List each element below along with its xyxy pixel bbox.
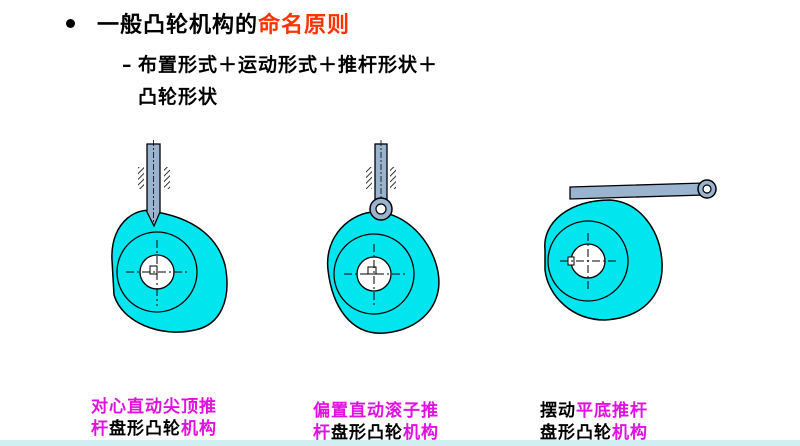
caption-1-line2c: 机构: [181, 419, 217, 439]
base-circle-2: [333, 233, 415, 315]
roller-pin: [375, 203, 387, 215]
caption-1-line1a: 对心直动: [91, 397, 163, 417]
keyway-1: [149, 265, 158, 275]
caption-3-line2c: 机构: [612, 423, 648, 443]
caption-flat-faced: 摆动平底推杆 盘形凸轮机构: [540, 400, 648, 444]
caption-2-line2b: 盘形凸轮: [331, 423, 403, 443]
caption-1-line1b: 尖顶推: [163, 397, 217, 417]
base-circle-3: [547, 220, 629, 302]
caption-3-line1a: 摆动: [540, 401, 576, 421]
bottom-band: [0, 440, 800, 446]
caption-2-line1a: 偏置直动: [313, 401, 385, 421]
keyway-2: [367, 266, 377, 275]
guide-left-2: [366, 167, 372, 189]
caption-3-line1b: 平底推杆: [576, 401, 648, 421]
follower-flat-arm: [569, 182, 705, 200]
mechanism-flat-faced: [544, 179, 717, 321]
caption-1-line2b: 盘形凸轮: [109, 419, 181, 439]
caption-2-line2c: 机构: [403, 423, 439, 443]
rule-line-2: 凸轮形状: [138, 82, 218, 109]
caption-2-line2a: 杆: [313, 423, 331, 443]
page-title: 一般凸轮机构的命名原则: [97, 7, 350, 39]
base-circle-1: [116, 231, 198, 313]
guide-left-1: [138, 167, 144, 189]
caption-knife-edge: 对心直动尖顶推 杆盘形凸轮机构: [91, 396, 217, 440]
heading-line: 一般凸轮机构的命名原则: [66, 8, 350, 38]
mechanism-knife-edge: [111, 140, 228, 333]
caption-roller: 偏置直动滚子推 杆盘形凸轮机构: [313, 400, 439, 444]
bullet-dot: [66, 18, 75, 28]
rule-dash: –: [122, 54, 133, 76]
title-accent: 命名原则: [258, 13, 351, 38]
caption-3-line2b: 盘形凸轮: [540, 423, 612, 443]
caption-2-line1b: 滚子推: [385, 401, 439, 421]
caption-1-line2a: 杆: [91, 419, 109, 439]
rule-line-1: –布置形式＋运动形式＋推杆形状＋: [122, 50, 438, 77]
guide-right-1: [164, 167, 170, 189]
title-main: 一般凸轮机构的: [97, 13, 259, 38]
rule-text-1: 布置形式＋运动形式＋推杆形状＋: [138, 54, 439, 76]
guide-right-2: [390, 167, 396, 189]
rule-text-2: 凸轮形状: [138, 86, 219, 108]
mechanism-roller: [326, 140, 440, 334]
pivot-pin: [702, 184, 712, 194]
